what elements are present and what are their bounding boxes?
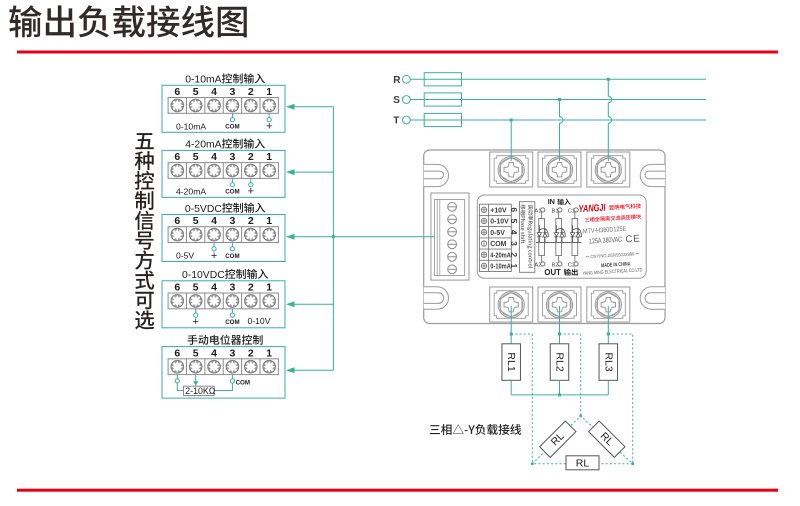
svg-text:MTV-H380D125E: MTV-H380D125E xyxy=(583,226,627,236)
svg-text:S: S xyxy=(393,95,400,106)
svg-text:1: 1 xyxy=(266,282,272,294)
svg-text:2: 2 xyxy=(248,215,254,227)
svg-text:2: 2 xyxy=(248,347,254,359)
svg-text:COM: COM xyxy=(225,189,239,196)
svg-text:6: 6 xyxy=(174,151,180,163)
svg-text:3: 3 xyxy=(230,282,236,294)
svg-text:R: R xyxy=(393,75,401,86)
svg-text:B1: B1 xyxy=(552,208,559,214)
svg-text:125A 380VAC: 125A 380VAC xyxy=(589,235,622,246)
svg-text:2-10KΩ: 2-10KΩ xyxy=(185,386,215,396)
svg-text:COM: COM xyxy=(490,241,506,248)
svg-text:+: + xyxy=(266,121,272,133)
svg-text:MADE IN CHINA: MADE IN CHINA xyxy=(601,261,631,269)
svg-text:3: 3 xyxy=(230,347,236,359)
svg-text:3: 3 xyxy=(230,86,236,98)
svg-text:3: 3 xyxy=(230,215,236,227)
svg-text:0-5V: 0-5V xyxy=(490,230,505,237)
svg-text:5: 5 xyxy=(193,151,199,163)
svg-text:OUT: OUT xyxy=(544,268,561,277)
svg-text:C1: C1 xyxy=(568,208,575,214)
svg-text:YANG MING ELECTRICAL CO.LTD: YANG MING ELECTRICAL CO.LTD xyxy=(582,267,643,277)
svg-text:B2: B2 xyxy=(552,262,559,268)
svg-text:4-20mA: 4-20mA xyxy=(490,252,511,259)
svg-text:1: 1 xyxy=(509,264,519,269)
svg-text:4: 4 xyxy=(211,215,217,227)
svg-text:2: 2 xyxy=(248,151,254,163)
svg-text:1: 1 xyxy=(266,215,272,227)
svg-text:COM: COM xyxy=(236,379,250,386)
svg-text:A2: A2 xyxy=(534,262,541,268)
svg-text:4: 4 xyxy=(211,86,217,98)
svg-text:0-10mA: 0-10mA xyxy=(176,121,206,131)
svg-text:CNYINO.ZEN55022886: CNYINO.ZEN55022886 xyxy=(590,251,635,259)
svg-text:C2: C2 xyxy=(568,262,575,268)
svg-text:6: 6 xyxy=(509,207,519,212)
svg-text:6: 6 xyxy=(174,282,180,294)
svg-text:0-5V: 0-5V xyxy=(176,251,194,261)
svg-text:2: 2 xyxy=(248,282,254,294)
svg-text:IN: IN xyxy=(548,197,555,206)
svg-text:+: + xyxy=(211,250,217,262)
svg-text:5: 5 xyxy=(509,219,519,224)
svg-text:YANGJI: YANGJI xyxy=(578,203,606,216)
svg-text:5: 5 xyxy=(193,347,199,359)
svg-text:RL3: RL3 xyxy=(602,352,614,371)
svg-text:5: 5 xyxy=(193,282,199,294)
svg-text:0-10mA: 0-10mA xyxy=(490,264,511,271)
svg-text:COM: COM xyxy=(225,253,239,260)
svg-text:RL: RL xyxy=(576,457,590,469)
svg-text:6: 6 xyxy=(174,347,180,359)
svg-text:4: 4 xyxy=(211,347,217,359)
svg-text:6: 6 xyxy=(174,86,180,98)
svg-text:0-10V: 0-10V xyxy=(248,316,271,326)
svg-text:4: 4 xyxy=(509,230,519,235)
svg-text:6: 6 xyxy=(174,215,180,227)
svg-text:2: 2 xyxy=(509,252,519,257)
svg-text:0-5VDC: 0-5VDC xyxy=(185,204,222,215)
svg-text:3: 3 xyxy=(509,241,519,246)
svg-text:+: + xyxy=(192,316,198,328)
svg-text:5: 5 xyxy=(193,86,199,98)
svg-text:COM: COM xyxy=(225,124,239,131)
svg-text:0-10mA: 0-10mA xyxy=(185,75,221,86)
svg-text:4: 4 xyxy=(211,282,217,294)
svg-text:RL1: RL1 xyxy=(505,352,517,371)
svg-text:0-10VDC: 0-10VDC xyxy=(182,270,225,281)
svg-text:2: 2 xyxy=(248,86,254,98)
svg-text:COM: COM xyxy=(225,319,239,326)
svg-text:+10V: +10V xyxy=(490,207,507,214)
svg-text:RL2: RL2 xyxy=(554,352,566,371)
svg-text:4: 4 xyxy=(211,151,217,163)
svg-text:1: 1 xyxy=(266,86,272,98)
svg-text:1: 1 xyxy=(266,151,272,163)
svg-text:+: + xyxy=(248,186,254,198)
svg-text:CE: CE xyxy=(625,233,640,245)
svg-text:0-10V: 0-10V xyxy=(490,219,509,226)
svg-text:1: 1 xyxy=(266,347,272,359)
svg-text:5: 5 xyxy=(193,215,199,227)
svg-text:4-20mA: 4-20mA xyxy=(185,140,221,151)
svg-text:3: 3 xyxy=(230,151,236,163)
svg-text:T: T xyxy=(393,116,399,127)
svg-text:A1: A1 xyxy=(534,208,541,214)
svg-text:4-20mA: 4-20mA xyxy=(176,187,206,197)
